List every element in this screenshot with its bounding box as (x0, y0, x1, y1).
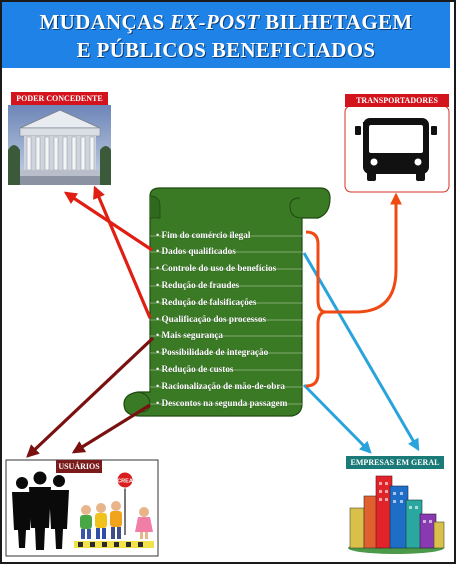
title-emphasis: EX-POST (169, 10, 260, 34)
empresas-label: EMPRESAS EM GERAL (350, 458, 440, 467)
children-figures (80, 501, 153, 539)
benefit-label: Controle do uso de benefícios (161, 263, 277, 273)
stop-sign-text: CREA (117, 479, 133, 485)
benefit-item: • Redução de falsificações (156, 297, 257, 307)
benefit-item: • Racionalização de mão-de-obra (156, 381, 286, 391)
title-line-1: MUDANÇAS EX-POST BILHETAGEM (2, 10, 450, 35)
benefit-item: • Dados qualificados (156, 246, 236, 256)
crosswalk-stripes (74, 541, 154, 548)
government-building-icon (8, 105, 111, 185)
benefit-label: Racionalização de mão-de-obra (161, 381, 286, 391)
poder-concedente-label-bg (11, 92, 108, 105)
benefit-label: Dados qualificados (161, 246, 236, 256)
benefit-item: • Qualificação dos processos (156, 314, 266, 324)
usuarios-label: USUÁRIOS (58, 462, 100, 471)
usuarios-card: CREA (5, 459, 159, 557)
connectors-to-empresas (302, 252, 420, 454)
benefit-label: Redução de fraudes (161, 280, 240, 290)
benefit-item: • Mais segurança (156, 330, 224, 340)
title-banner: MUDANÇAS EX-POST BILHETAGEM E PÚBLICOS B… (2, 2, 450, 68)
title-text-1: MUDANÇAS (39, 10, 170, 34)
people-icon: CREA (12, 471, 154, 550)
benefit-label: Mais segurança (161, 330, 224, 340)
benefit-label: Qualificação dos processos (161, 314, 266, 324)
benefit-item: • Redução de custos (156, 364, 234, 374)
transportadores-label-bg (345, 94, 449, 107)
benefit-label: Fim do comércio ilegal (161, 230, 251, 240)
benefit-item: • Possibilidade de integração (156, 347, 269, 357)
bus-icon (355, 118, 437, 181)
connectors-to-usuarios (26, 336, 155, 458)
transportadores-label: TRANSPORTADORES (356, 96, 438, 105)
benefit-item: • Descontos na segunda passagem (156, 398, 288, 408)
usuarios-label-bg (56, 460, 102, 473)
benefit-leader-lines (150, 235, 304, 405)
benefit-item: • Fim do comércio ilegal (156, 230, 251, 240)
title-text-2: BILHETAGEM (259, 10, 413, 34)
poder-concedente-label: PODER CONCEDENTE (16, 94, 103, 103)
connectors-to-poder-concedente (63, 185, 153, 319)
benefit-label: Redução de custos (161, 364, 234, 374)
benefit-label: Descontos na segunda passagem (161, 398, 288, 408)
bracket-to-transportadores (305, 192, 402, 388)
benefit-label: Possibilidade de integração (161, 347, 269, 357)
benefit-item: • Redução de fraudes (156, 280, 240, 290)
benefit-item: • Controle do uso de benefícios (156, 263, 277, 273)
empresas-label-bg (346, 456, 444, 469)
city-buildings-icon (348, 475, 445, 554)
title-line-2: E PÚBLICOS BENEFICIADOS (76, 38, 376, 62)
transportadores-card (344, 94, 450, 193)
benefit-label: Redução de falsificações (161, 297, 257, 307)
poder-concedente-card (8, 92, 111, 185)
empresas-card (346, 456, 445, 554)
